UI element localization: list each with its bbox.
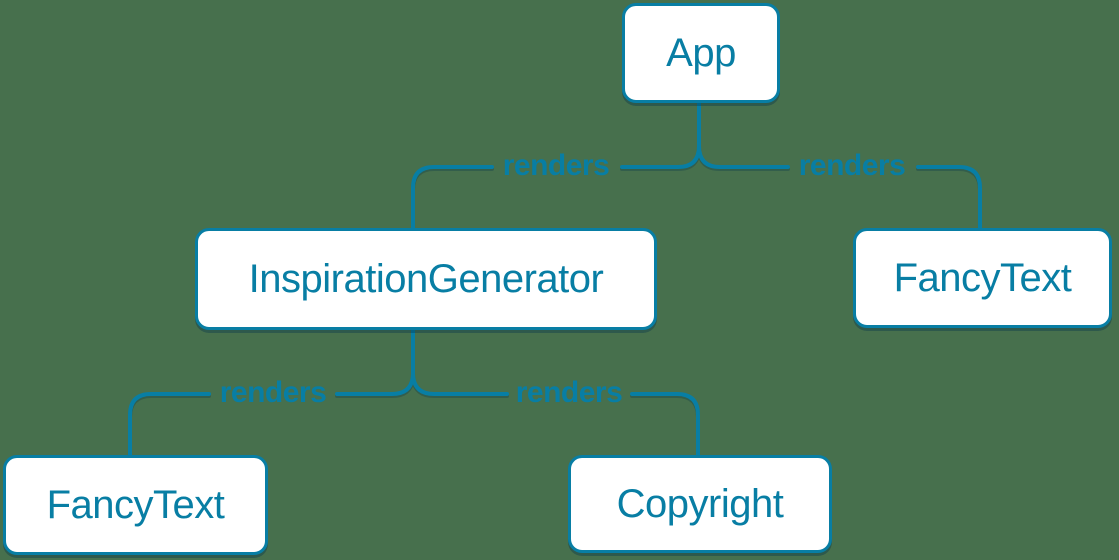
edge-inspiration-generator-to-copyright-segment-b (630, 392, 700, 457)
node-fancy-text-top: FancyText (853, 228, 1112, 328)
node-inspiration-generator: InspirationGenerator (195, 228, 657, 330)
node-inspiration-generator-label: InspirationGenerator (248, 256, 604, 301)
edge-app-to-fancy-text-segment-b (916, 165, 982, 230)
edge-label-renders-inspiration-generator-fancy-text: renders (219, 376, 327, 409)
edge-label-renders-inspiration-generator-copyright: renders (515, 376, 623, 409)
edge-label-renders-app-inspiration-generator: renders (502, 149, 610, 182)
node-app-label: App (666, 30, 736, 75)
edge-label-renders-app-fancy-text: renders (798, 149, 906, 182)
edge-inspiration-generator-to-copyright-segment-a (411, 328, 509, 396)
edge-app-to-inspiration-generator-segment-b (411, 165, 494, 230)
node-copyright: Copyright (568, 455, 832, 553)
node-fancy-text-bottom: FancyText (3, 455, 268, 555)
node-fancy-text-top-label: FancyText (893, 255, 1072, 300)
node-app: App (622, 3, 780, 103)
node-copyright-label: Copyright (616, 481, 784, 526)
edge-app-to-fancy-text-segment-a (697, 101, 790, 169)
node-fancy-text-bottom-label: FancyText (46, 482, 225, 527)
edge-inspiration-generator-to-fancy-text-segment-a (335, 328, 415, 396)
edge-app-to-inspiration-generator-segment-a (620, 101, 701, 169)
edge-inspiration-generator-to-fancy-text-segment-b (128, 392, 211, 457)
